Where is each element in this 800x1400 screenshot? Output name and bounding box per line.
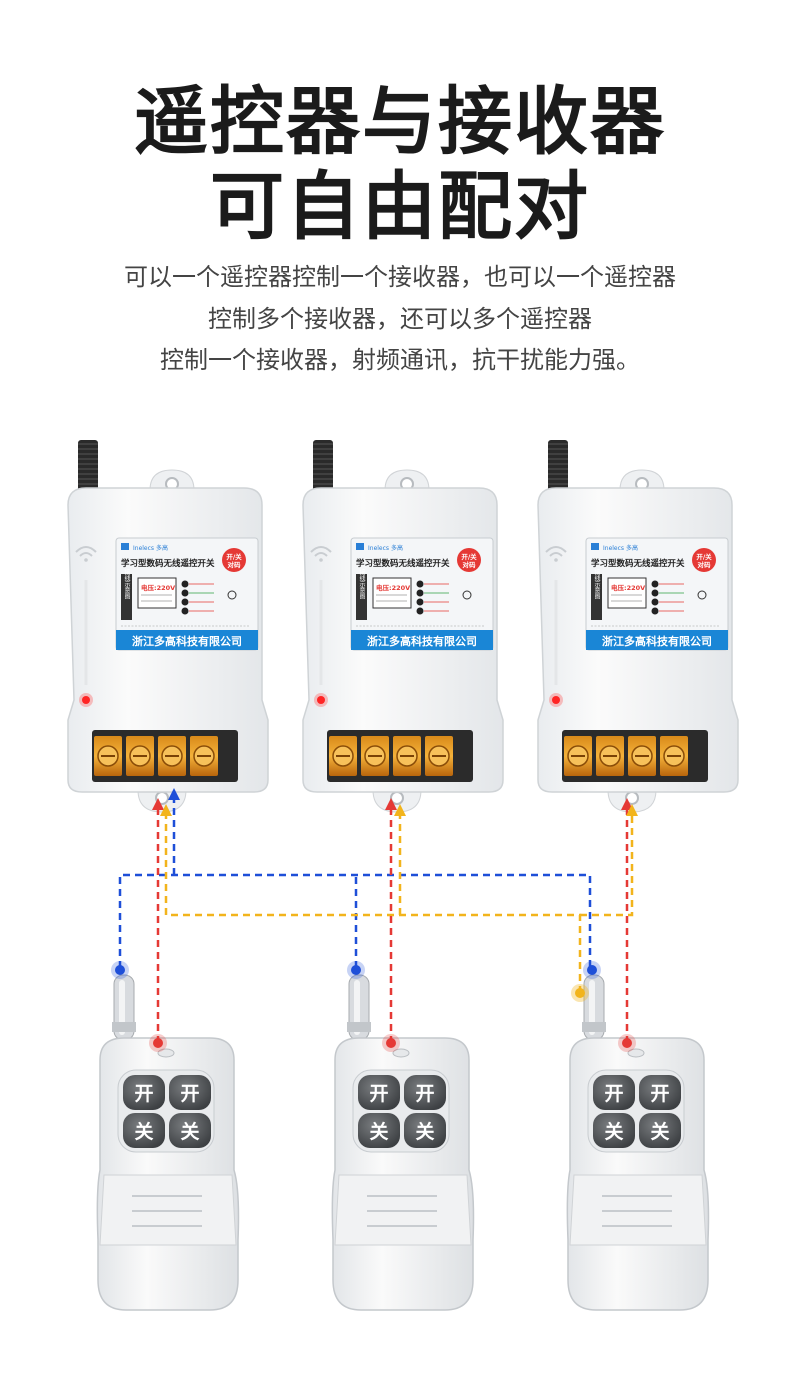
terminal-block [564,736,688,776]
company-name: 浙江多高科技有限公司 [367,634,477,648]
on-button[interactable]: 开 [404,1075,446,1110]
svg-text:开/关: 开/关 [461,552,477,561]
svg-text:关: 关 [134,1120,153,1143]
status-led [82,696,90,704]
on-button[interactable]: 开 [169,1075,211,1110]
svg-text:开: 开 [650,1083,669,1105]
status-led [317,696,325,704]
on-button[interactable]: 开 [639,1075,681,1110]
headline-line-2: 可自由配对 [210,164,590,250]
svg-text:开: 开 [180,1083,199,1105]
product-name: 学习型数码无线遥控开关 [121,558,215,569]
svg-text:对码: 对码 [228,560,242,569]
wiring-diagram-tag: 接线示意图 [593,568,600,600]
wireless-signal-icon [75,546,97,562]
svg-text:关: 关 [180,1120,199,1143]
pairing-badge [222,548,246,572]
off-button[interactable]: 关 [593,1113,635,1148]
status-led [552,696,560,704]
arrowheads [152,788,638,816]
description-line-1: 可以一个遥控器控制一个接收器，也可以一个遥控器 [124,263,676,291]
svg-text:开: 开 [604,1083,623,1105]
voltage-text: 电压:220V [141,583,175,592]
red-pairing-lines [156,808,629,1043]
off-button[interactable]: 关 [169,1113,211,1148]
remote-control: 开开关关 [331,974,475,1311]
svg-text:关: 关 [604,1120,623,1143]
wiring-diagram-tag: 接线示意图 [358,568,365,600]
company-name: 浙江多高科技有限公司 [132,634,242,648]
on-button[interactable]: 开 [358,1075,400,1110]
pairing-badge [457,548,481,572]
remote-antenna [582,974,606,1041]
product-name: 学习型数码无线遥控开关 [356,558,450,569]
company-name: 浙江多高科技有限公司 [602,634,712,648]
description-line-3: 控制一个接收器，射频通讯，抗干扰能力强。 [160,346,640,374]
voltage-text: 电压:220V [611,583,645,592]
brand-text: Inelecs 多高 [368,544,403,552]
wireless-signal-icon [545,546,567,562]
brand-text: Inelecs 多高 [603,544,638,552]
voltage-text: 电压:220V [376,583,410,592]
svg-text:开/关: 开/关 [696,552,712,561]
product-name: 学习型数码无线遥控开关 [591,558,685,569]
remote-control: 开开关关 [96,974,240,1311]
svg-text:开/关: 开/关 [226,552,242,561]
description-line-2: 控制多个接收器，还可以多个遥控器 [208,305,592,333]
svg-text:开: 开 [369,1083,388,1105]
svg-text:对码: 对码 [463,560,477,569]
terminal-block [94,736,218,776]
svg-text:关: 关 [415,1120,434,1143]
brand-text: Inelecs 多高 [133,544,168,552]
off-button[interactable]: 关 [639,1113,681,1148]
svg-text:关: 关 [650,1120,669,1143]
antenna [313,440,333,495]
svg-text:关: 关 [369,1120,388,1143]
on-button[interactable]: 开 [123,1075,165,1110]
svg-text:对码: 对码 [698,560,712,569]
antenna [78,440,98,495]
off-button[interactable]: 关 [404,1113,446,1148]
remote-control: 开开关关 [566,974,710,1311]
wiring-diagram-tag: 接线示意图 [123,568,130,600]
endpoint-dots [111,961,636,1052]
terminal-block [329,736,453,776]
off-button[interactable]: 关 [123,1113,165,1148]
off-button[interactable]: 关 [358,1113,400,1148]
pairing-badge [692,548,716,572]
antenna [548,440,568,495]
yellow-pairing-lines [164,812,634,993]
blue-pairing-lines [118,796,592,968]
headline-line-1: 遥控器与接收器 [134,79,666,165]
wireless-signal-icon [310,546,332,562]
svg-text:开: 开 [134,1083,153,1105]
svg-text:开: 开 [415,1083,434,1105]
remote-antenna [112,974,136,1041]
on-button[interactable]: 开 [593,1075,635,1110]
remote-antenna [347,974,371,1041]
